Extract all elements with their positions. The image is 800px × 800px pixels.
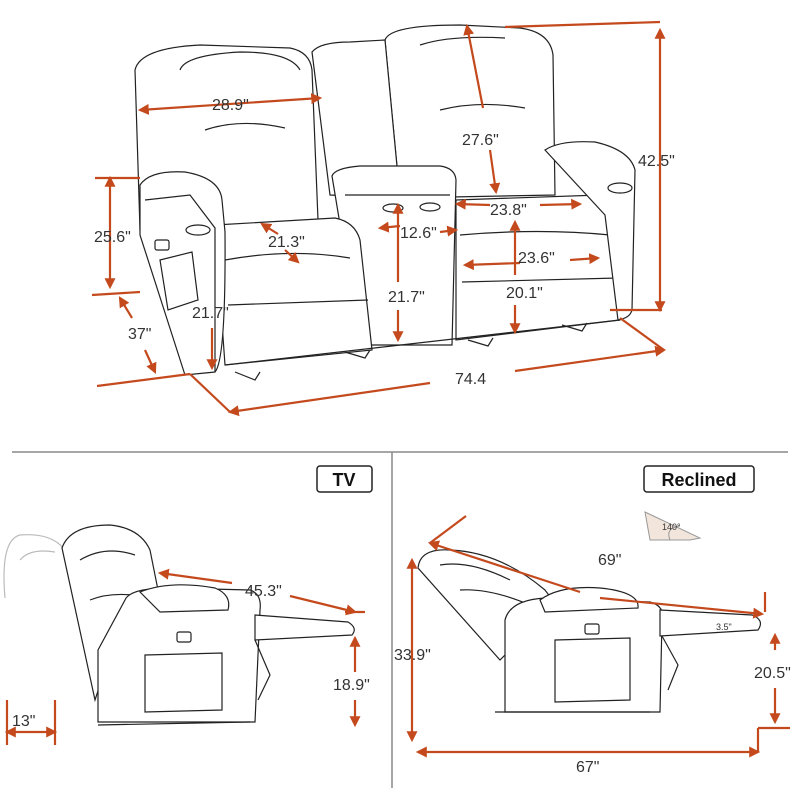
dim-back-width: 28.9" — [212, 97, 249, 114]
tv-dimension-lines — [4, 568, 365, 745]
dim-console-height: 21.7" — [388, 289, 425, 306]
dim-total-height: 42.5" — [638, 153, 675, 170]
dim-seat-depth: 23.6" — [518, 250, 555, 267]
reclined-dimension-labels: 69" 33.9" 3.5" 20.5" 67" — [394, 552, 791, 776]
tv-label-box: TV — [316, 465, 373, 493]
dim-console-width: 12.6" — [400, 225, 437, 242]
tv-recliner-drawing — [3, 524, 355, 726]
dim-extended-depth: 45.3" — [245, 583, 282, 600]
dim-back-height: 27.6" — [462, 132, 499, 149]
tv-label: TV — [332, 470, 355, 490]
reclined-label: Reclined — [661, 470, 736, 490]
dim-reclined-footrest-height: 20.5" — [754, 665, 791, 682]
reclined-recliner-drawing — [417, 549, 762, 713]
dim-total-depth: 67" — [576, 759, 599, 776]
panel-dividers — [12, 451, 788, 788]
dim-wall-clearance: 13" — [12, 713, 35, 730]
loveseat-front-drawing — [134, 24, 636, 381]
dim-reclined-length: 69" — [598, 552, 621, 569]
dim-seat-height-left: 21.7" — [192, 305, 229, 322]
dim-total-width: 74.4 — [455, 371, 486, 388]
reclined-label-box: Reclined — [643, 465, 755, 493]
tv-dimension-labels: 45.3" 18.9" 13" — [12, 583, 370, 730]
dim-footrest-gap: 3.5" — [716, 622, 732, 632]
dim-reclined-height: 33.9" — [394, 647, 431, 664]
dim-arm-height: 25.6" — [94, 229, 131, 246]
dim-tv-footrest-height: 18.9" — [333, 677, 370, 694]
angle-indicator: 140° — [644, 511, 702, 541]
top-dimension-labels: 28.9" 27.6" 42.5" 25.6" 21.3" 12.6" 23.8… — [94, 97, 675, 388]
dim-depth: 37" — [128, 326, 151, 343]
dim-recline-angle: 140° — [662, 522, 681, 532]
dim-seat-width-left: 21.3" — [268, 234, 305, 251]
dim-seat-width-right: 23.8" — [490, 202, 527, 219]
dim-seat-height-right: 20.1" — [506, 285, 543, 302]
reclined-dimension-lines — [406, 515, 790, 758]
top-dimension-lines — [91, 20, 667, 417]
